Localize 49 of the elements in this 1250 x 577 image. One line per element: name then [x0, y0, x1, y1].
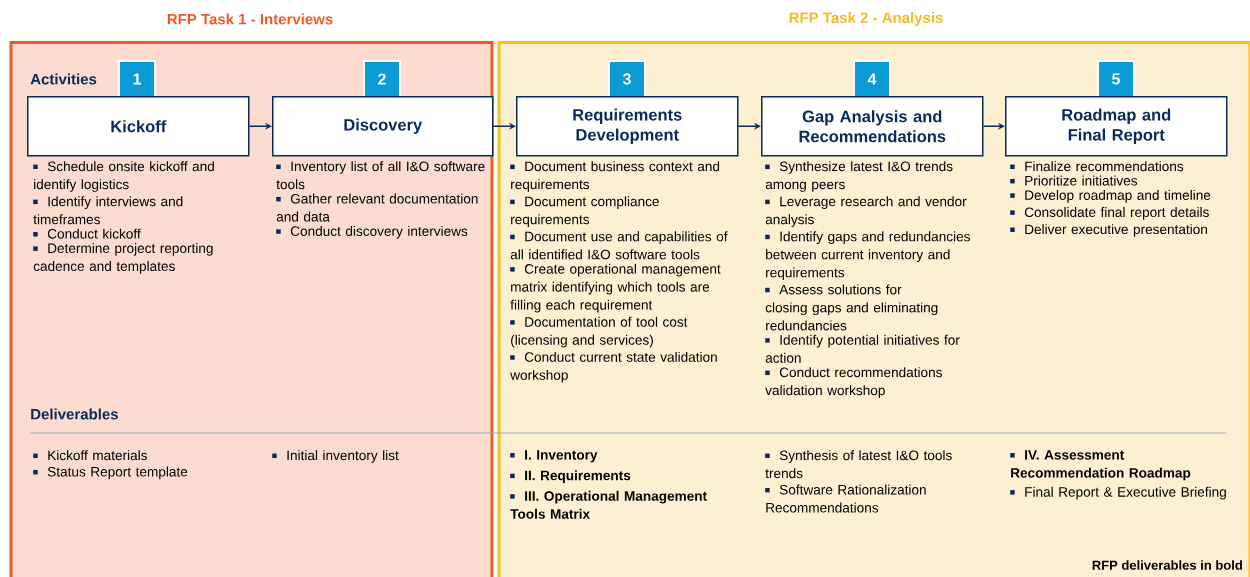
bullet-item: Kickoff materials	[33, 450, 147, 461]
node-label: RFP Task 1 - Interviews	[167, 13, 333, 25]
bullet-item: Determine project reporting cadence and templates	[33, 243, 213, 274]
bullet-item: Schedule onsite kickoff and identify logistics	[33, 161, 214, 192]
bullet-item: Inventory list of all I&O software tools	[276, 161, 485, 190]
bullet-item: Document business context and requirements	[510, 161, 720, 192]
bullet-item: Identify interviews and timeframes	[33, 196, 183, 225]
bullet-item: Conduct current state validation workshop	[510, 351, 717, 383]
process-box: Kickoff	[27, 96, 250, 157]
bullet-item: Conduct kickoff	[33, 228, 141, 239]
process-box: Gap Analysis and Recommendations	[761, 96, 984, 157]
bullet-item: Identify gaps and redundancies between current inventory and requirements	[765, 231, 970, 281]
number-badge: 1	[118, 60, 156, 98]
bullet-item: Conduct recommendations validation workshop	[765, 367, 942, 398]
bullet-item: Software Rationalization Recommendations	[765, 484, 926, 513]
process-box: Roadmap and Final Report	[1005, 96, 1228, 157]
process-box: Discovery	[272, 96, 494, 157]
number-badge: 4	[853, 60, 891, 98]
bullet-item: Synthesize latest I&O trends among peers	[765, 161, 953, 192]
bullet-item: Final Report & Executive Briefing	[1010, 486, 1226, 500]
bullet-item: IV. Assessment Recommendation Roadmap	[1010, 450, 1191, 481]
bullet-item: Document use and capabilities of all identified I&O software tools	[510, 231, 728, 260]
process-box: Requirements Development	[516, 96, 739, 157]
bullet-item: II. Requirements	[510, 470, 631, 483]
bullet-item: Identify potential initiatives for action	[765, 334, 960, 363]
number-badge: 5	[1097, 60, 1135, 98]
node-label: RFP Task 2 - Analysis	[789, 12, 943, 26]
bullet-item: Consolidate final report details	[1010, 207, 1209, 220]
bullet-item: Develop roadmap and timeline	[1010, 190, 1211, 203]
number-badge: 2	[363, 60, 401, 98]
bullet-item: III. Operational Management Tools Matrix	[510, 490, 707, 519]
section-heading: Deliverables	[31, 408, 118, 420]
bullet-item: Leverage research and vendor analysis	[765, 196, 967, 227]
number-badge: 3	[608, 60, 646, 98]
bullet-item: I. Inventory	[510, 450, 598, 463]
bullet-item: Conduct discovery interviews	[276, 226, 468, 239]
bullet-item: Status Report template	[33, 466, 188, 480]
bullet-item: Finalize recommendations	[1010, 161, 1184, 172]
bullet-item: Document compliance requirements	[510, 196, 659, 227]
bullet-item: Prioritize initiatives	[1010, 175, 1138, 186]
bullet-item: Create operational management matrix identifying which tools are filling each requirement	[510, 263, 721, 313]
section-heading: Activities	[30, 73, 97, 85]
bullet-item: Gather relevant documentation and data	[276, 193, 478, 222]
bullet-item: Synthesis of latest I&O tools trends	[765, 450, 952, 479]
bullet-item: Documentation of tool cost (licensing and services)	[510, 316, 688, 348]
note: RFP deliverables in bold	[1092, 560, 1242, 570]
bullet-item: Assess solutions for closing gaps and eliminating redundancies	[765, 284, 938, 331]
bullet-item: Initial inventory list	[272, 450, 399, 463]
bullet-item: Deliver executive presentation	[1010, 224, 1207, 237]
